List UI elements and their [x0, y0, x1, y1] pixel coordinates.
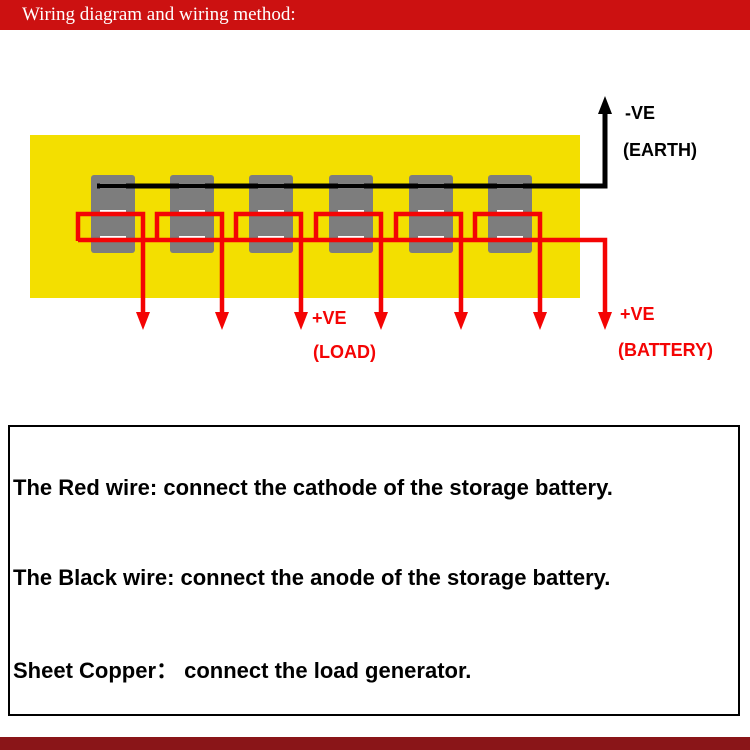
- note-black-wire: The Black wire: connect the anode of the…: [13, 565, 611, 590]
- black-earth-wire: [97, 96, 612, 189]
- load-wire: [75, 211, 146, 314]
- red-load-wires: [75, 211, 547, 330]
- wiring-diagram: -VE (EARTH) +VE (LOAD) +VE (BATTERY): [30, 96, 713, 362]
- load-arrow-icon: [136, 312, 150, 330]
- note-red-wire: The Red wire: connect the cathode of the…: [13, 475, 613, 500]
- load-arrow-icon: [454, 312, 468, 330]
- load-wire: [313, 211, 384, 314]
- battery-wire: [78, 237, 608, 314]
- earth-label-name: (EARTH): [623, 140, 697, 160]
- bottom-bar: [0, 737, 750, 750]
- load-wire: [233, 211, 304, 314]
- load-label-ve: +VE: [312, 308, 347, 328]
- load-wire: [393, 211, 464, 314]
- load-wire: [472, 211, 543, 314]
- load-wire: [154, 211, 225, 314]
- header-title: Wiring diagram and wiring method:: [22, 4, 296, 25]
- earth-arrow-icon: [598, 96, 612, 114]
- battery-label-name: (BATTERY): [618, 340, 713, 360]
- load-arrow-icon: [294, 312, 308, 330]
- battery-label-ve: +VE: [620, 304, 655, 324]
- earth-wire: [97, 112, 608, 189]
- load-arrow-icon: [374, 312, 388, 330]
- note-sheet-copper: Sheet Copper： connect the load generator…: [13, 658, 472, 683]
- earth-label-ve: -VE: [625, 103, 655, 123]
- red-battery-bus: [78, 237, 612, 330]
- load-arrow-icon: [215, 312, 229, 330]
- battery-arrow-icon: [598, 312, 612, 330]
- notes-box: The Red wire: connect the cathode of the…: [8, 425, 740, 716]
- load-label-name: (LOAD): [313, 342, 376, 362]
- load-arrow-icon: [533, 312, 547, 330]
- header-banner: Wiring diagram and wiring method:: [0, 0, 750, 30]
